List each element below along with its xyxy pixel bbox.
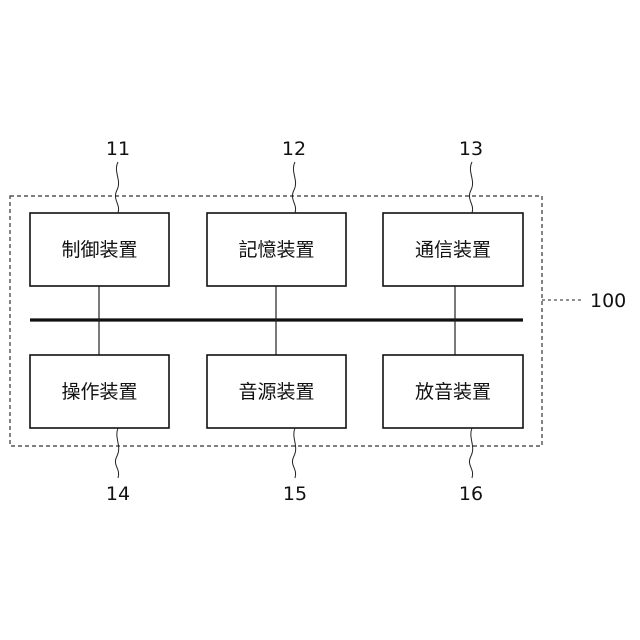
device-communication: 通信装置 bbox=[383, 213, 523, 286]
ref-storage: 12 bbox=[282, 138, 306, 160]
ref-leader-control bbox=[115, 162, 118, 213]
device-operation-label: 操作装置 bbox=[61, 381, 137, 403]
device-sound-source-label: 音源装置 bbox=[238, 381, 314, 403]
device-storage: 記憶装置 bbox=[207, 213, 346, 286]
device-sound-emission-label: 放音装置 bbox=[415, 381, 491, 403]
device-communication-label: 通信装置 bbox=[415, 239, 491, 261]
ref-leader-storage bbox=[292, 162, 295, 213]
ref-leader-sound-source bbox=[292, 428, 295, 478]
ref-sound-source: 15 bbox=[283, 483, 307, 505]
ref-operation: 14 bbox=[106, 483, 130, 505]
ref-control: 11 bbox=[106, 138, 130, 160]
ref-leader-operation bbox=[115, 428, 118, 478]
ref-communication: 13 bbox=[459, 138, 483, 160]
device-sound-source: 音源装置 bbox=[207, 355, 346, 428]
device-control: 制御装置 bbox=[30, 213, 169, 286]
device-operation: 操作装置 bbox=[30, 355, 169, 428]
device-storage-label: 記憶装置 bbox=[238, 239, 314, 261]
ref-leader-sound-emission bbox=[469, 428, 472, 478]
ref-leader-communication bbox=[469, 162, 472, 213]
system-ref-label: 100 bbox=[590, 290, 626, 312]
ref-sound-emission: 16 bbox=[459, 483, 483, 505]
device-sound-emission: 放音装置 bbox=[383, 355, 523, 428]
device-control-label: 制御装置 bbox=[61, 239, 137, 261]
